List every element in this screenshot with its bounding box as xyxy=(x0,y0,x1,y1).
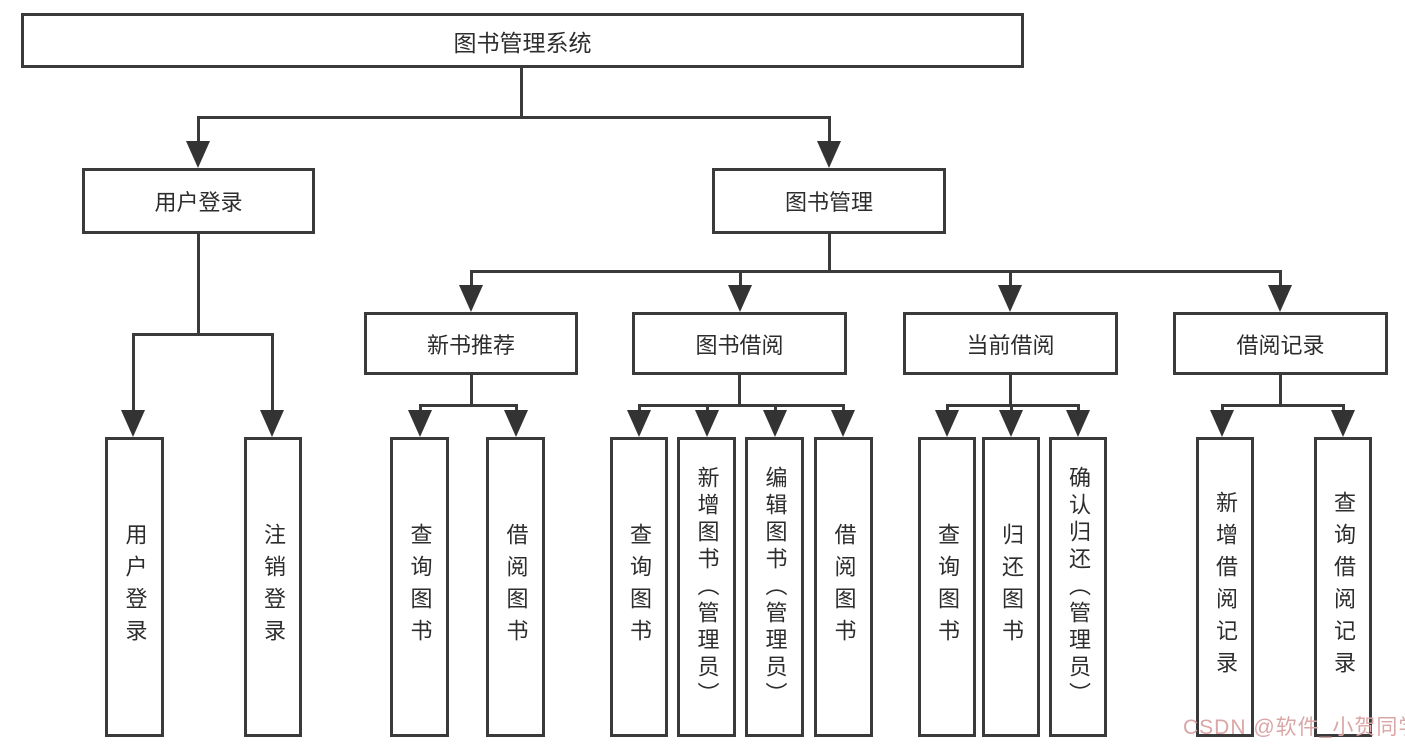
connector-line xyxy=(470,270,473,287)
arrow-down-icon xyxy=(1268,285,1292,312)
connector-line xyxy=(738,373,741,406)
arrow-down-icon xyxy=(504,410,528,437)
connector-line xyxy=(1077,404,1080,412)
connector-line xyxy=(1009,270,1012,287)
node-book-borrowing: 图书借阅 xyxy=(632,312,847,375)
connector-line xyxy=(828,116,831,144)
connector-line xyxy=(515,404,518,412)
arrow-down-icon xyxy=(408,410,432,437)
connector-line xyxy=(1009,373,1012,406)
connector-line xyxy=(638,404,641,412)
connector-line xyxy=(197,116,831,119)
arrow-down-icon xyxy=(1331,410,1355,437)
arrow-down-icon xyxy=(1066,410,1090,437)
connector-line xyxy=(197,232,200,334)
node-library-management-system: 图书管理系统 xyxy=(21,13,1024,68)
arrow-down-icon xyxy=(728,285,752,312)
arrow-down-icon xyxy=(831,410,855,437)
arrow-down-icon xyxy=(186,141,210,168)
connector-line xyxy=(946,404,949,412)
leaf-query-books-borrowing: 查询图书 xyxy=(610,437,668,737)
connector-line xyxy=(132,333,274,336)
arrow-down-icon xyxy=(260,410,284,437)
csdn-watermark: CSDN @软件_小贺同学 xyxy=(1183,716,1405,739)
connector-line xyxy=(470,270,1281,273)
connector-line xyxy=(774,404,777,412)
connector-line xyxy=(271,333,274,412)
leaf-return-books: 归还图书 xyxy=(982,437,1040,737)
connector-line xyxy=(1010,404,1013,412)
node-new-book-recommendation: 新书推荐 xyxy=(364,312,578,375)
node-user-login: 用户登录 xyxy=(82,168,315,234)
connector-line xyxy=(1279,373,1282,406)
connector-line xyxy=(1221,404,1224,412)
leaf-confirm-return-admin: 确认归还（管理员） xyxy=(1049,437,1107,737)
connector-line xyxy=(419,404,422,412)
leaf-add-books-admin: 新增图书（管理员） xyxy=(677,437,736,737)
node-book-management: 图书管理 xyxy=(712,168,946,234)
leaf-edit-books-admin: 编辑图书（管理员） xyxy=(745,437,804,737)
arrow-down-icon xyxy=(817,141,841,168)
connector-line xyxy=(842,404,845,412)
node-borrowing-records: 借阅记录 xyxy=(1173,312,1388,375)
connector-line xyxy=(706,404,709,412)
connector-line xyxy=(419,404,517,407)
connector-line xyxy=(132,333,135,412)
arrow-down-icon xyxy=(627,410,651,437)
arrow-down-icon xyxy=(459,285,483,312)
leaf-user-login: 用户登录 xyxy=(105,437,164,737)
arrow-down-icon xyxy=(695,410,719,437)
node-current-borrowing: 当前借阅 xyxy=(903,312,1118,375)
leaf-add-borrow-record: 新增借阅记录 xyxy=(1196,437,1254,737)
connector-line xyxy=(828,232,831,272)
connector-line xyxy=(739,270,742,287)
leaf-borrow-books-recommend: 借阅图书 xyxy=(486,437,545,737)
connector-line xyxy=(520,66,523,118)
connector-line xyxy=(638,404,844,407)
arrow-down-icon xyxy=(999,410,1023,437)
arrow-down-icon xyxy=(763,410,787,437)
arrow-down-icon xyxy=(1210,410,1234,437)
connector-line xyxy=(470,373,473,406)
connector-line xyxy=(1221,404,1344,407)
leaf-logout: 注销登录 xyxy=(244,437,302,737)
leaf-query-books-current: 查询图书 xyxy=(918,437,976,737)
leaf-query-borrow-record: 查询借阅记录 xyxy=(1314,437,1372,737)
leaf-borrow-books: 借阅图书 xyxy=(814,437,873,737)
leaf-query-books-recommend: 查询图书 xyxy=(390,437,449,737)
arrow-down-icon xyxy=(121,410,145,437)
connector-line xyxy=(197,116,200,144)
connector-line xyxy=(1279,270,1282,287)
arrow-down-icon xyxy=(998,285,1022,312)
arrow-down-icon xyxy=(935,410,959,437)
connector-line xyxy=(1342,404,1345,412)
